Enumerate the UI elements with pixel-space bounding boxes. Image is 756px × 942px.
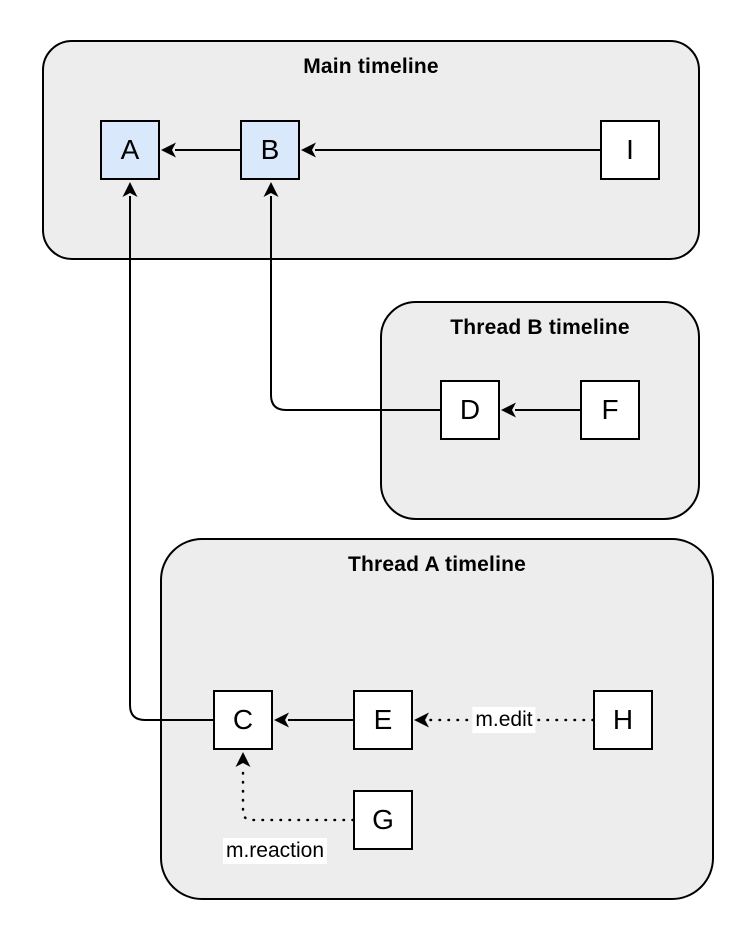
node-d: D — [440, 380, 500, 440]
arrowhead-f-to-d — [501, 402, 516, 418]
arrowhead-g-to-c — [235, 752, 251, 767]
arrowhead-i-to-b — [301, 142, 316, 158]
edge-label-m-edit: m.edit — [472, 707, 536, 733]
node-e: E — [353, 690, 413, 750]
edge-b-to-a — [161, 142, 240, 158]
node-b: B — [240, 120, 300, 180]
arrowhead-d-to-b — [263, 182, 279, 197]
node-c: C — [213, 690, 273, 750]
node-a: A — [100, 120, 160, 180]
arrowhead-c-to-a — [122, 182, 138, 197]
arrowhead-b-to-a — [161, 142, 176, 158]
edge-i-to-b — [301, 142, 600, 158]
container-title-main: Main timeline — [303, 55, 439, 78]
edge-label-m-reaction: m.reaction — [222, 838, 328, 864]
arrowhead-e-to-c — [274, 712, 289, 728]
container-title-thread-b: Thread B timeline — [450, 316, 630, 339]
node-g: G — [353, 790, 413, 850]
arrowhead-h-to-e — [414, 712, 429, 728]
node-f: F — [580, 380, 640, 440]
edge-c-to-a — [122, 182, 213, 721]
edge-d-to-b — [263, 182, 440, 411]
edge-e-to-c — [274, 712, 353, 728]
edge-f-to-d — [501, 402, 580, 418]
node-i: I — [600, 120, 660, 180]
node-h: H — [593, 690, 653, 750]
edge-g-to-c-m-reaction — [241, 766, 355, 822]
container-title-thread-a: Thread A timeline — [347, 553, 527, 576]
